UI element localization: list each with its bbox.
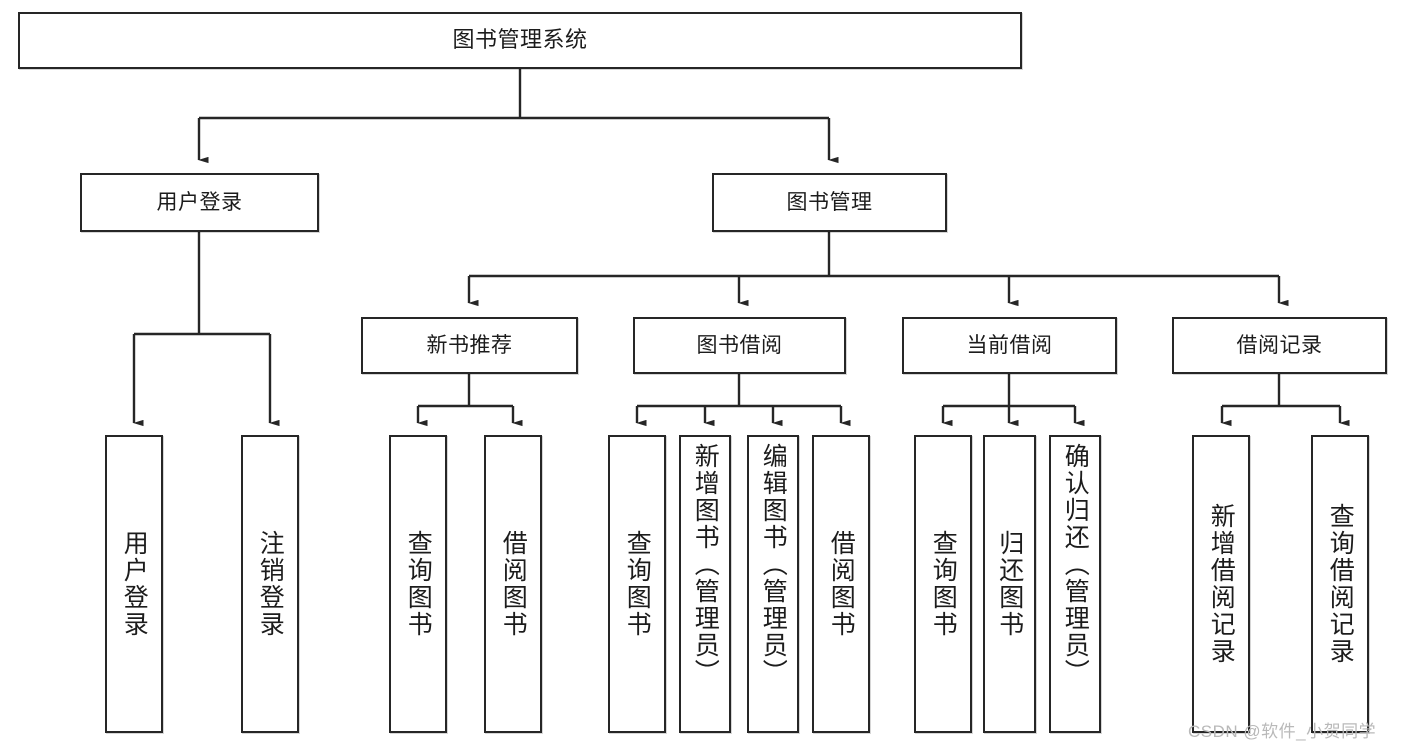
node-label: 确认归还（管理员） xyxy=(1061,443,1090,686)
node-label: 用户登录 xyxy=(156,190,243,214)
node-label: 新增借阅记录 xyxy=(1207,503,1236,665)
node-label: 图书管理系统 xyxy=(452,27,588,53)
leaf-query-borrow-record[interactable]: 查询借阅记录 xyxy=(1311,435,1369,733)
leaf-query-book-current[interactable]: 查询图书 xyxy=(914,435,972,733)
leaf-confirm-return-admin[interactable]: 确认归还（管理员） xyxy=(1049,435,1101,733)
node-label: 借阅记录 xyxy=(1236,333,1323,357)
leaf-logout[interactable]: 注销登录 xyxy=(241,435,299,733)
node-label: 查询借阅记录 xyxy=(1326,503,1355,665)
node-book-borrow[interactable]: 图书借阅 xyxy=(633,317,846,374)
node-label: 图书管理 xyxy=(786,190,873,214)
node-root-system[interactable]: 图书管理系统 xyxy=(18,12,1022,69)
leaf-borrow-book[interactable]: 借阅图书 xyxy=(812,435,870,733)
leaf-return-book[interactable]: 归还图书 xyxy=(983,435,1036,733)
node-label: 新书推荐 xyxy=(426,333,513,357)
leaf-borrow-book-recommend[interactable]: 借阅图书 xyxy=(484,435,542,733)
node-label: 借阅图书 xyxy=(827,530,856,638)
node-label: 用户登录 xyxy=(120,530,149,638)
node-label: 注销登录 xyxy=(256,530,285,638)
leaf-query-book-borrow[interactable]: 查询图书 xyxy=(608,435,666,733)
node-borrow-record[interactable]: 借阅记录 xyxy=(1172,317,1387,374)
csdn-watermark: CSDN @软件_小贺同学 xyxy=(1188,722,1377,741)
node-label: 查询图书 xyxy=(623,530,652,638)
node-book-management[interactable]: 图书管理 xyxy=(712,173,947,232)
node-new-book-recommend[interactable]: 新书推荐 xyxy=(361,317,578,374)
node-label: 图书借阅 xyxy=(696,333,783,357)
leaf-edit-book-admin[interactable]: 编辑图书（管理员） xyxy=(747,435,799,733)
leaf-query-book-recommend[interactable]: 查询图书 xyxy=(389,435,447,733)
leaf-add-book-admin[interactable]: 新增图书（管理员） xyxy=(679,435,731,733)
leaf-add-borrow-record[interactable]: 新增借阅记录 xyxy=(1192,435,1250,733)
node-label: 借阅图书 xyxy=(499,530,528,638)
leaf-user-login[interactable]: 用户登录 xyxy=(105,435,163,733)
node-label: 查询图书 xyxy=(929,530,958,638)
node-user-login[interactable]: 用户登录 xyxy=(80,173,319,232)
node-label: 当前借阅 xyxy=(966,333,1053,357)
node-current-borrow[interactable]: 当前借阅 xyxy=(902,317,1117,374)
node-label: 新增图书（管理员） xyxy=(691,443,720,686)
node-label: 归还图书 xyxy=(995,530,1024,638)
node-label: 查询图书 xyxy=(404,530,433,638)
node-label: 编辑图书（管理员） xyxy=(759,443,788,686)
